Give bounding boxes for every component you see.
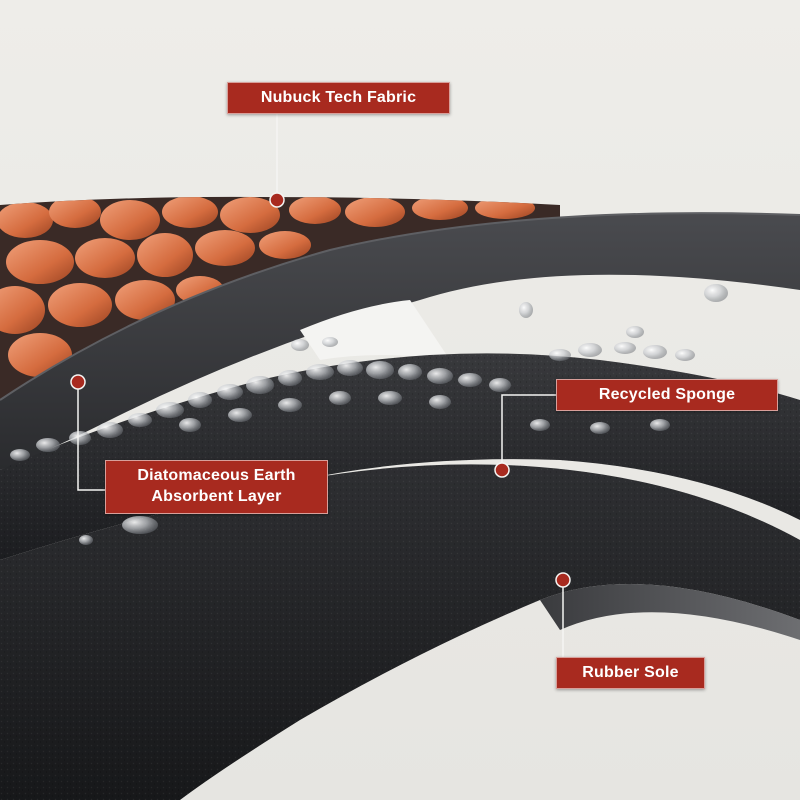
leader-lines bbox=[77, 113, 564, 657]
marker-dot-sole bbox=[555, 572, 571, 588]
marker-dot-sponge bbox=[494, 462, 510, 478]
marker-dot-earth bbox=[70, 374, 86, 390]
label-earth-line1: Diatomaceous Earth bbox=[137, 467, 296, 484]
sole-edge bbox=[540, 584, 800, 640]
label-nubuck-tech-fabric: Nubuck Tech Fabric bbox=[227, 82, 450, 114]
fabric-upper-layer bbox=[0, 213, 800, 470]
water-droplets bbox=[10, 284, 728, 545]
label-rubber-sole: Rubber Sole bbox=[556, 657, 705, 689]
label-nubuck-text: Nubuck Tech Fabric bbox=[260, 89, 417, 106]
marker-dots bbox=[70, 192, 571, 588]
label-recycled-sponge: Recycled Sponge bbox=[556, 379, 778, 411]
label-sponge-text: Recycled Sponge bbox=[598, 386, 736, 403]
label-earth-line2: Absorbent Layer bbox=[151, 488, 282, 505]
label-sole-text: Rubber Sole bbox=[582, 664, 679, 681]
label-diatomaceous-earth: Diatomaceous Earth Absorbent Layer bbox=[105, 460, 328, 514]
marker-dot-nubuck bbox=[269, 192, 285, 208]
